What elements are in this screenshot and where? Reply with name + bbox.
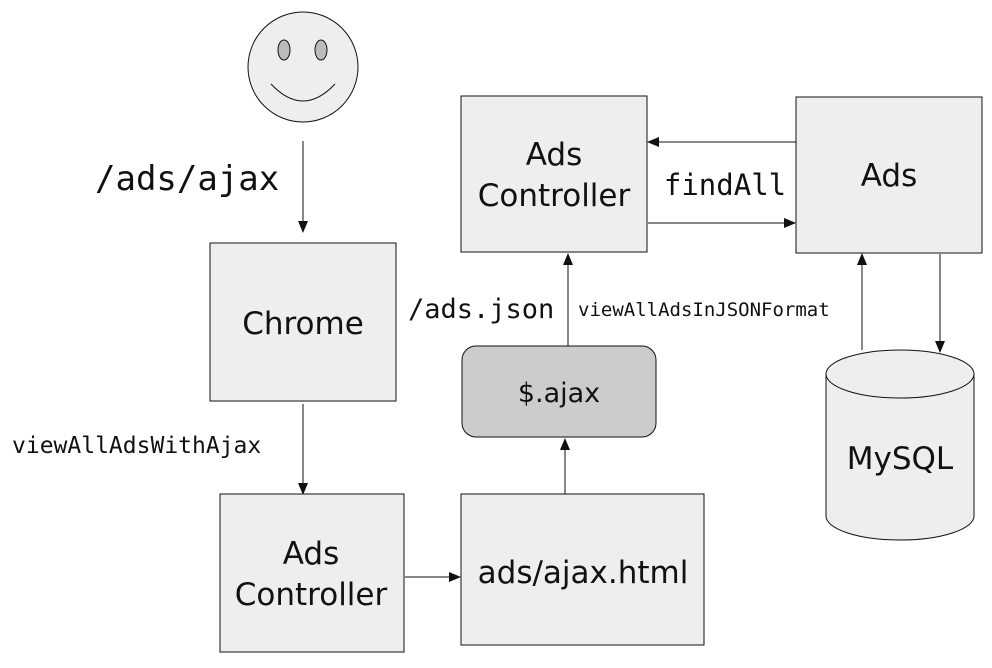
ads-controller-top-node: Ads Controller — [460, 95, 648, 253]
chrome-label: Chrome — [242, 306, 364, 342]
label-view-all-ads-json: viewAllAdsInJSONFormat — [578, 299, 830, 321]
ajax-html-label: ads/ajax.html — [478, 555, 689, 591]
smiley-face-icon — [247, 11, 359, 123]
label-ads-json: /ads.json — [408, 294, 554, 325]
ajax-html-node: ads/ajax.html — [460, 493, 705, 646]
ads-controller-top-line1: Ads — [526, 137, 583, 173]
chrome-node: Chrome — [209, 242, 397, 402]
ads-controller-top-line2: Controller — [478, 178, 631, 214]
ads-controller-bottom-node: Ads Controller — [219, 493, 405, 653]
label-ads-ajax: /ads/ajax — [95, 159, 279, 199]
database-cylinder-icon: MySQL — [825, 349, 975, 541]
ads-node: Ads — [795, 96, 983, 254]
jquery-ajax-label: $.ajax — [518, 378, 600, 409]
ads-label: Ads — [861, 158, 918, 194]
ads-controller-bottom-line1: Ads — [283, 536, 340, 572]
ads-controller-bottom-line2: Controller — [235, 577, 388, 613]
jquery-ajax-node: $.ajax — [461, 345, 657, 438]
label-view-all-ads-with-ajax: viewAllAdsWithAjax — [12, 433, 261, 459]
label-find-all: findAll — [664, 168, 786, 202]
mysql-label: MySQL — [847, 441, 954, 477]
